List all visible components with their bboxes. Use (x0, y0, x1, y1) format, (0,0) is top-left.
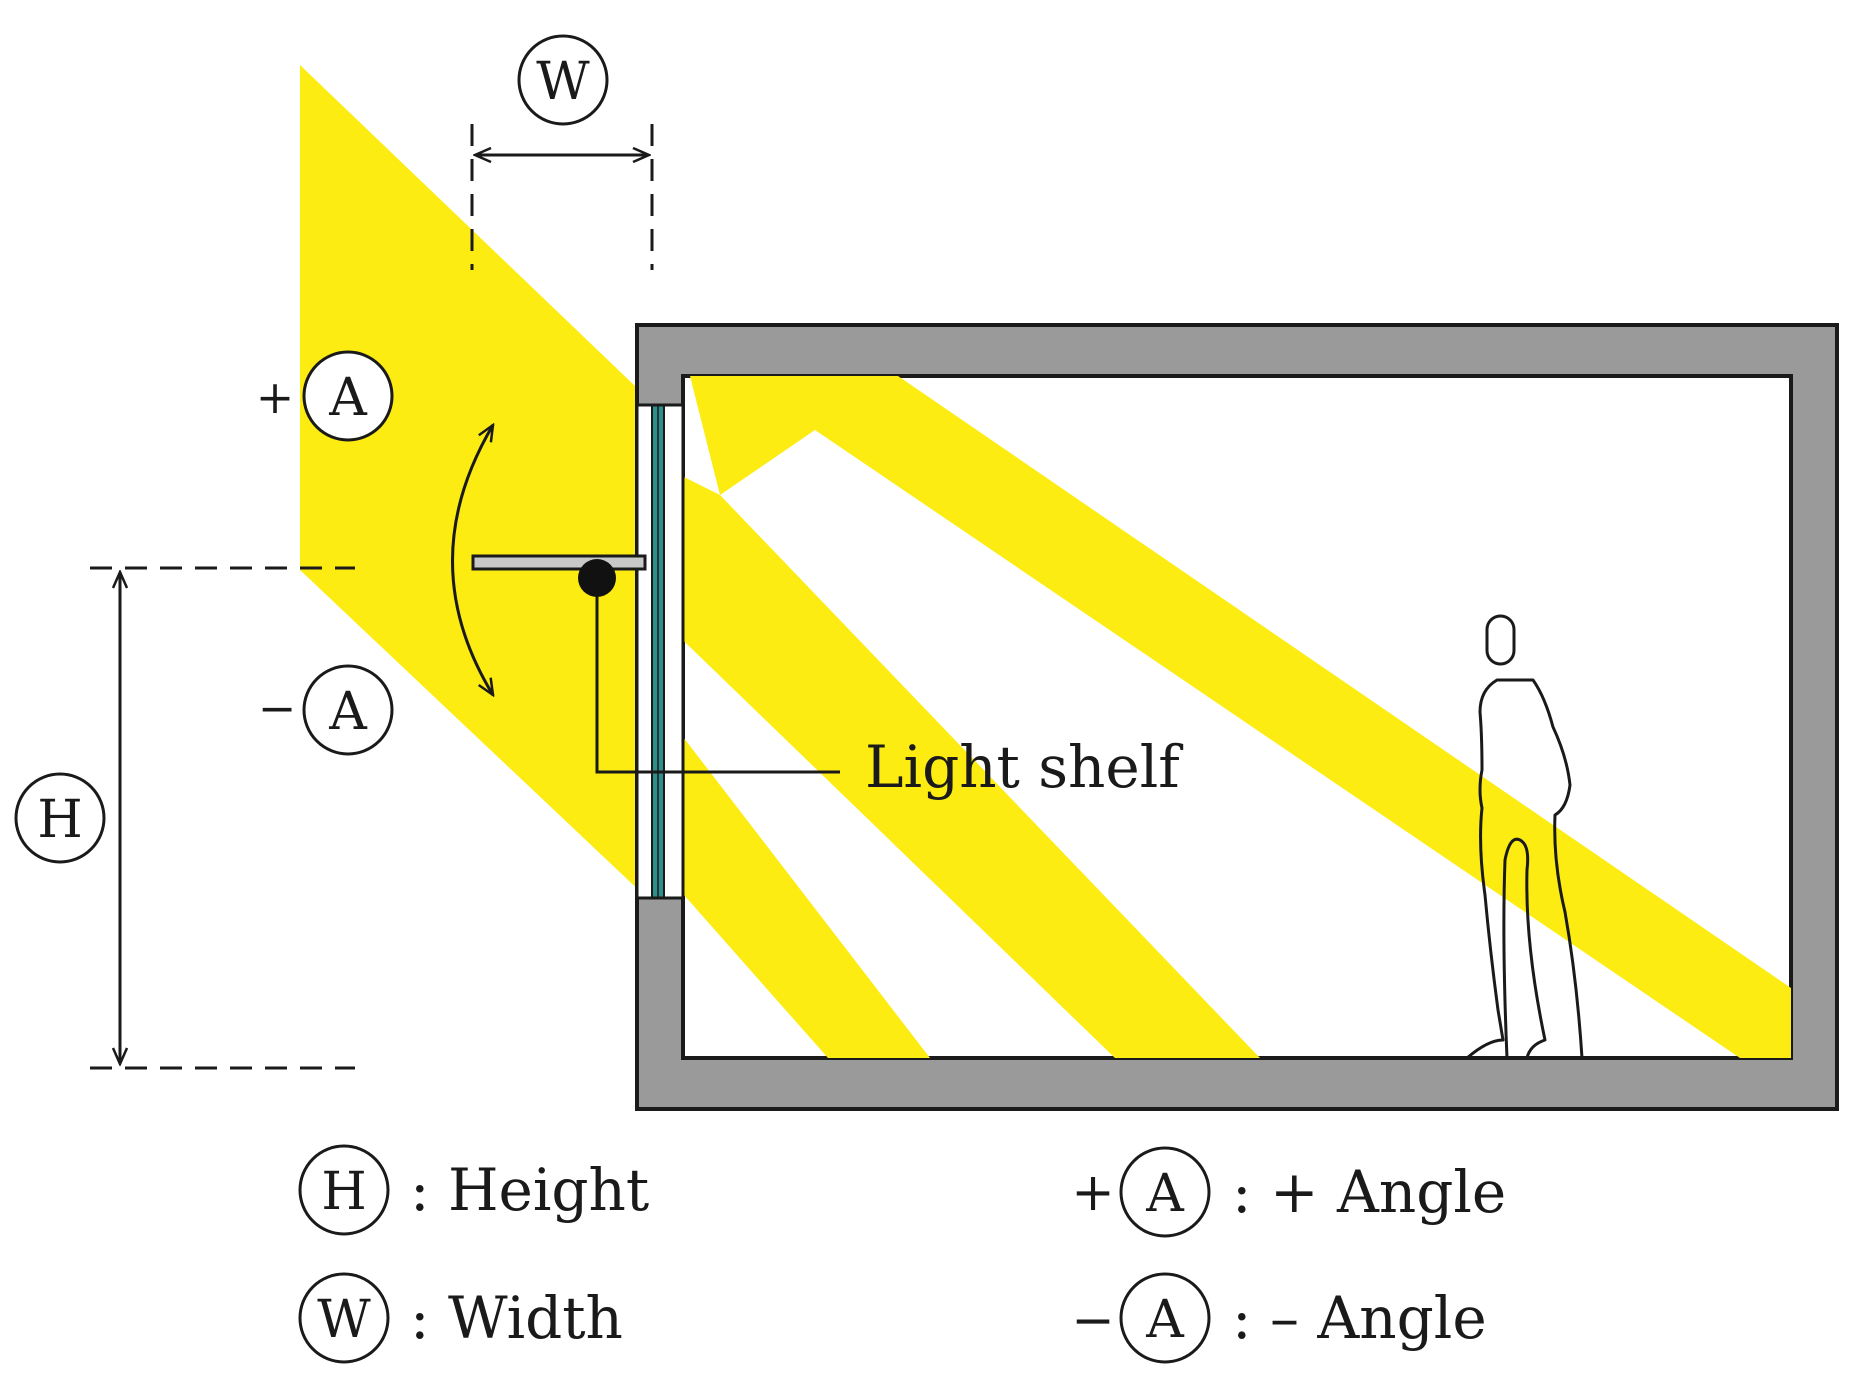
ceiling-reflected-light-band (690, 376, 1791, 1058)
svg-text:: Width: : Width (410, 1284, 623, 1352)
plus-angle-marker: + A (256, 350, 394, 442)
svg-text:: Height: : Height (410, 1156, 649, 1224)
svg-text:+: + (256, 370, 295, 424)
svg-text:−: − (258, 681, 297, 735)
svg-text:+: + (1071, 1163, 1115, 1223)
light-shelf-leader (595, 580, 840, 774)
svg-text:W: W (317, 1290, 371, 1350)
legend-item-width: W : Width (298, 1272, 623, 1364)
upper-direct-light-band (683, 476, 1260, 1058)
light-shelf (471, 554, 647, 571)
height-marker: H (14, 772, 106, 864)
svg-text:A: A (328, 682, 368, 742)
pivot-dot-icon (578, 559, 616, 597)
height-dimension (90, 566, 355, 1070)
svg-text:W: W (536, 52, 590, 112)
svg-text:H: H (321, 1162, 366, 1222)
svg-text:: – Angle: : – Angle (1232, 1284, 1487, 1352)
legend-item-minus-angle: − A : – Angle (1071, 1272, 1487, 1364)
person-silhouette-icon (1465, 614, 1584, 1060)
minus-angle-marker: − A (258, 664, 394, 756)
legend: H : Height W : Width + A : + Angle − A :… (298, 1144, 1506, 1364)
svg-text:A: A (1145, 1290, 1185, 1350)
legend-item-height: H : Height (298, 1144, 649, 1236)
width-marker: W (517, 34, 609, 126)
svg-text:−: − (1071, 1291, 1115, 1351)
lower-direct-light-band (683, 736, 930, 1058)
width-dimension (470, 124, 654, 270)
svg-text:A: A (1145, 1164, 1185, 1224)
svg-text:A: A (328, 368, 368, 428)
curved-double-arrow-icon (451, 425, 494, 695)
svg-text:H: H (37, 790, 82, 850)
light-shelf-label: Light shelf (865, 733, 1183, 801)
legend-item-plus-angle: + A : + Angle (1071, 1146, 1506, 1238)
interior-light (683, 376, 1791, 1058)
svg-text:: + Angle: : + Angle (1232, 1158, 1506, 1226)
